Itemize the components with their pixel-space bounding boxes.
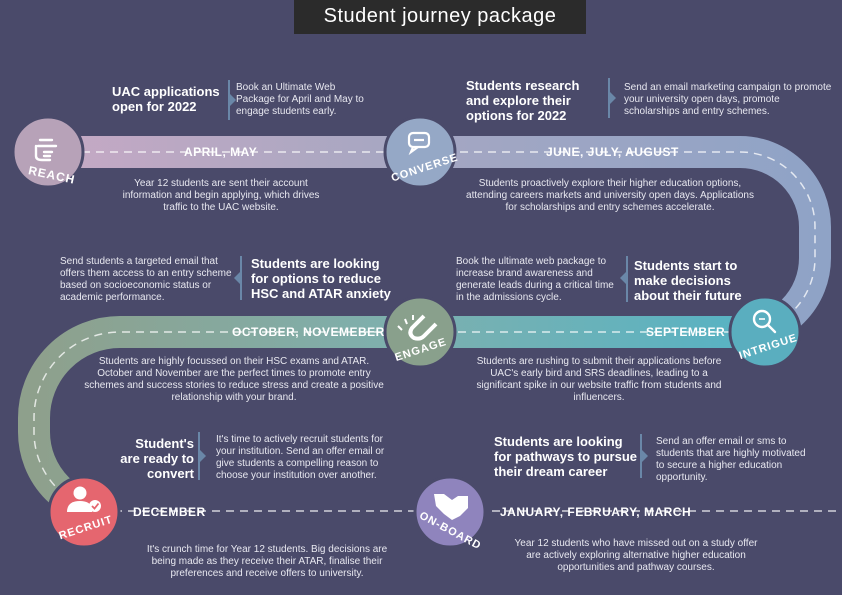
decisions-divider (626, 256, 628, 302)
decisions-chevron (620, 272, 626, 284)
decisions-heading: Students start to make decisions about t… (634, 258, 742, 303)
pathways-heading: Students are looking for pathways to pur… (494, 434, 638, 479)
reduce-action: Send students a targeted email that offe… (60, 256, 232, 303)
uac-divider (228, 80, 230, 120)
engage-description: Students are highly focussed on their HS… (84, 356, 384, 403)
pathways-divider (640, 434, 642, 478)
reduce-heading: Students are looking for options to redu… (251, 256, 391, 301)
convert-action: It's time to actively recruit students f… (216, 434, 385, 481)
uac-chevron (230, 94, 236, 106)
user-check-icon (67, 486, 101, 512)
engage-circle (383, 295, 457, 369)
research-divider (608, 78, 610, 118)
uac-action: Book an Ultimate Web Package for April a… (236, 82, 364, 117)
recruit-description: It's crunch time for Year 12 students. B… (146, 544, 388, 579)
magnifier-icon (752, 309, 777, 334)
pathways-action: Send an offer email or sms to students t… (656, 436, 806, 483)
reach-description: Year 12 students are sent their account … (122, 178, 320, 213)
band-april-may: APRIL, MAY (184, 145, 258, 159)
reduce-chevron (234, 272, 240, 284)
research-heading: Students research and explore their opti… (466, 78, 580, 123)
convert-divider (198, 432, 200, 480)
band-october-november: OCTOBER, NOVEMEBER (232, 325, 385, 339)
band-december: DECEMBER (133, 505, 206, 519)
pointing-hand-icon (34, 138, 58, 162)
magnet-icon (397, 314, 438, 341)
handshake-icon (434, 494, 468, 520)
converse-circle (383, 115, 457, 189)
converse-description: Students proactively explore their highe… (466, 178, 754, 213)
convert-heading: Student's are ready to convert (120, 436, 194, 481)
chat-bubbles-icon (407, 131, 431, 156)
convert-chevron (200, 450, 206, 462)
onboard-description: Year 12 students who have missed out on … (514, 538, 758, 573)
decisions-action: Book the ultimate web package to increas… (456, 256, 614, 303)
title-banner (294, 0, 586, 34)
uac-heading: UAC applications open for 2022 (112, 84, 220, 114)
reduce-divider (240, 256, 242, 300)
pathways-chevron (642, 450, 648, 462)
research-action: Send an email marketing campaign to prom… (624, 82, 832, 117)
band-september: SEPTEMBER (646, 325, 726, 339)
band-june-august: JUNE, JULY, AUGUST (546, 145, 679, 159)
page-title: Student journey package (323, 5, 557, 27)
research-chevron (610, 92, 616, 104)
intrigue-circle (728, 295, 802, 369)
intrigue-description: Students are rushing to submit their app… (476, 356, 722, 403)
band-jan-mar: JANUARY, FEBRUARY, MARCH (500, 505, 692, 519)
